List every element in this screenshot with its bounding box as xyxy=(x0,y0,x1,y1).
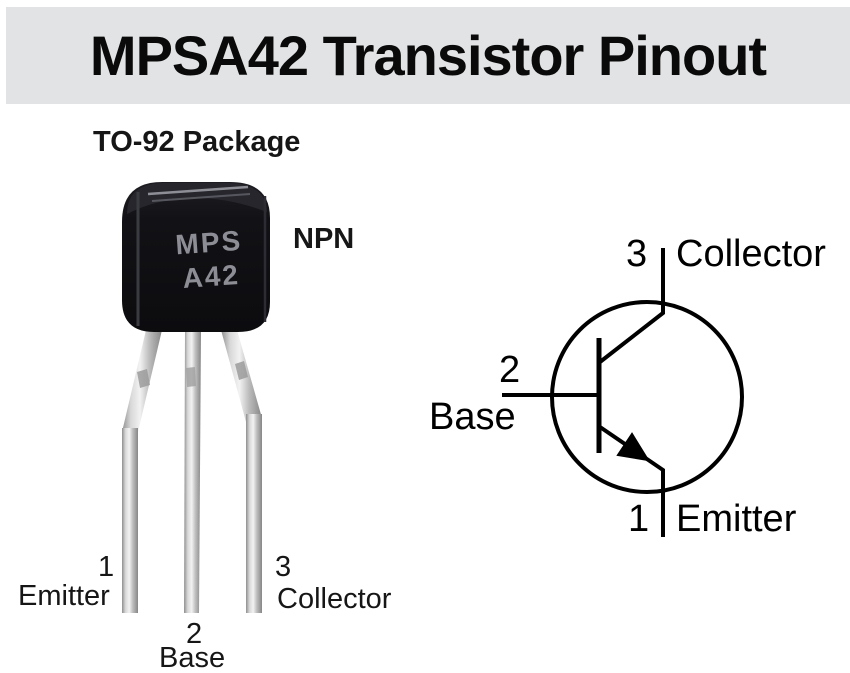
schematic-emitter-label: Emitter xyxy=(676,498,797,540)
package-type-label: TO-92 Package xyxy=(93,126,301,158)
schematic-pin3-number: 3 xyxy=(626,233,648,275)
pin3-number-label: 3 xyxy=(275,551,292,583)
pin1-name-label: Emitter xyxy=(18,580,110,612)
schematic-pin2-number: 2 xyxy=(499,349,521,391)
schematic-base-label: Base xyxy=(429,396,516,438)
schematic-collector-label: Collector xyxy=(676,233,826,275)
symbol-circle xyxy=(550,300,744,494)
pin2-name-label: Base xyxy=(159,642,226,673)
marking-line2: A42 xyxy=(181,258,241,294)
transistor-type-label: NPN xyxy=(293,223,355,255)
base-leg xyxy=(184,330,201,613)
package-marking: MPS A42 xyxy=(161,223,260,297)
npn-schematic-symbol xyxy=(502,248,744,537)
schematic-pin1-number: 1 xyxy=(628,498,650,540)
title-banner: MPSA42 Transistor Pinout xyxy=(6,7,850,104)
pin3-name-label: Collector xyxy=(277,583,392,615)
pin1-number-label: 1 xyxy=(98,551,115,583)
collector-leg xyxy=(221,330,262,613)
emitter-arrow-icon xyxy=(616,432,651,462)
marking-line1: MPS xyxy=(174,224,244,261)
pin2-number-label: 2 xyxy=(186,618,203,650)
emitter-leg xyxy=(122,330,162,613)
page-title: MPSA42 Transistor Pinout xyxy=(89,24,767,87)
